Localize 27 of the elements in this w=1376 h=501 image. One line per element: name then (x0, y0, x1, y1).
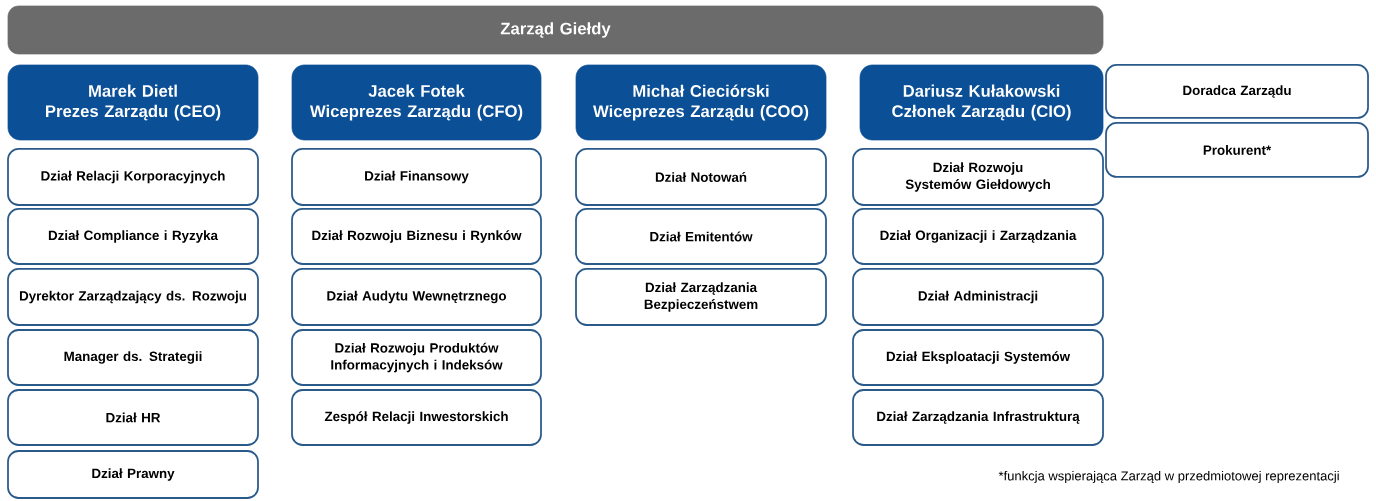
department-box: Dział Rozwoju Systemów Giełdowych (852, 148, 1104, 206)
department-box: Dział HR (7, 389, 259, 446)
department-box: Dział Notowań (575, 148, 827, 206)
executive-box: Jacek Fotek Wiceprezes Zarządu (CFO) (291, 64, 542, 141)
department-box: Dział Compliance i Ryzyka (7, 208, 259, 265)
department-box: Manager ds. Strategii (7, 329, 259, 386)
department-box: Dział Eksploatacji Systemów (852, 329, 1104, 386)
executive-box: Marek Dietl Prezes Zarządu (CEO) (7, 64, 259, 141)
department-box: Dział Emitentów (575, 208, 827, 265)
department-box: Prokurent* (1105, 122, 1369, 178)
department-box: Dział Finansowy (291, 148, 542, 206)
department-box: Dział Rozwoju Biznesu i Rynków (291, 208, 542, 265)
department-box: Dział Audytu Wewnętrznego (291, 268, 542, 326)
department-box: Dział Rozwoju Produktów Informacyjnych i Indeksów (291, 329, 542, 386)
board-band: Zarząd Giełdy (7, 5, 1104, 55)
department-box: Dział Zarządzania Infrastrukturą (852, 389, 1104, 446)
executive-box: Michał Cieciórski Wiceprezes Zarządu (COO) (575, 64, 827, 141)
department-box: Dział Prawny (7, 450, 259, 499)
department-box: Doradca Zarządu (1105, 64, 1369, 119)
department-box: Dział Zarządzania Bezpieczeństwem (575, 268, 827, 326)
executive-box: Dariusz Kułakowski Członek Zarządu (CIO) (859, 64, 1104, 141)
department-box: Dział Organizacji i Zarządzania (852, 208, 1104, 265)
department-box: Dział Administracji (852, 268, 1104, 326)
department-box: Zespół Relacji Inwestorskich (291, 389, 542, 446)
department-box: Dyrektor Zarządzający ds. Rozwoju (7, 268, 259, 326)
department-box: Dział Relacji Korporacyjnych (7, 148, 259, 206)
footnote: *funkcja wspierająca Zarząd w przedmiotowej reprezentacji (998, 470, 1339, 484)
